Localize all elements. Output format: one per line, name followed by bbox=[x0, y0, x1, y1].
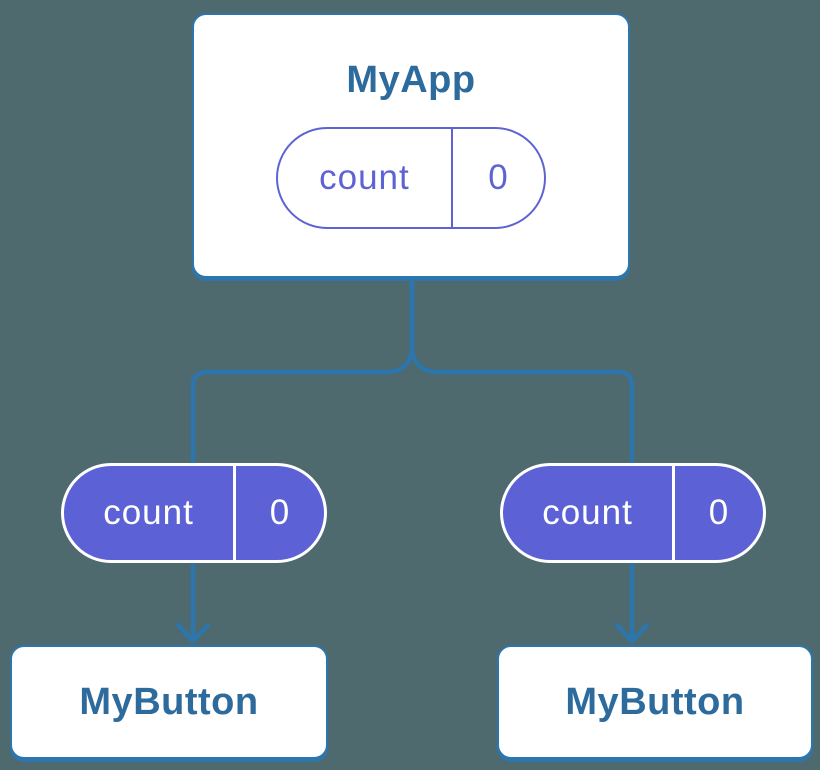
arrowhead-left-icon bbox=[175, 622, 211, 644]
prop-pill-right: count 0 bbox=[500, 463, 766, 563]
prop-pill-left-value: 0 bbox=[233, 466, 324, 560]
node-mybutton-right: MyButton bbox=[497, 645, 813, 759]
arrowhead-right-icon bbox=[614, 622, 650, 644]
state-pill-value: 0 bbox=[450, 129, 544, 227]
prop-pill-left: count 0 bbox=[61, 463, 327, 563]
node-mybutton-left: MyButton bbox=[10, 645, 328, 759]
state-pill-label: count bbox=[319, 158, 410, 197]
connector-right bbox=[409, 278, 635, 638]
prop-pill-right-label: count bbox=[542, 493, 633, 532]
node-myapp: MyApp count 0 bbox=[192, 13, 630, 278]
node-mybutton-right-title: MyButton bbox=[565, 681, 745, 723]
prop-pill-right-value: 0 bbox=[672, 466, 763, 560]
connector-left bbox=[190, 278, 415, 638]
node-myapp-title: MyApp bbox=[346, 59, 476, 101]
prop-pill-left-label: count bbox=[103, 493, 194, 532]
state-pill: count 0 bbox=[276, 127, 546, 229]
node-mybutton-left-title: MyButton bbox=[79, 681, 259, 723]
